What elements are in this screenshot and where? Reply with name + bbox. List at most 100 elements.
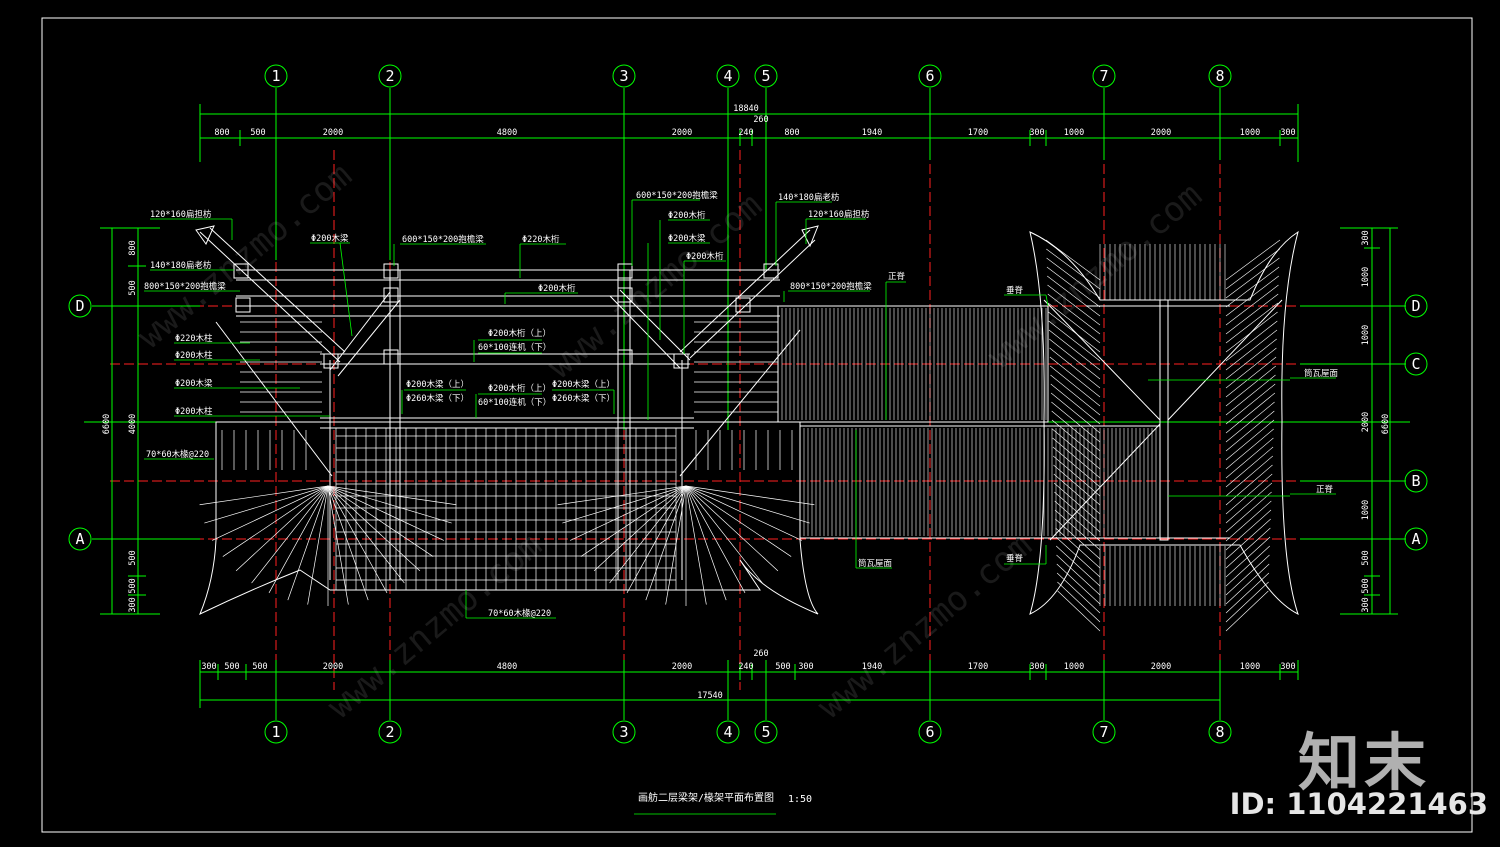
dim-bottom-seg: 500 xyxy=(775,662,790,672)
dim-bottom-seg: 1000 xyxy=(1064,662,1084,672)
dim-top-seg: 800 xyxy=(214,128,229,138)
dim-top-seg: 800 xyxy=(784,128,799,138)
annotation: Φ200木桁 xyxy=(686,251,724,262)
annotation: Φ200木桁（上） xyxy=(488,328,551,339)
axis-label-bottom-5: 5 xyxy=(761,723,770,741)
dim-bottom-seg: 2000 xyxy=(323,662,343,672)
annotation: Φ200木梁 xyxy=(668,233,706,244)
annotation: 140*180扁老枋 xyxy=(778,192,840,203)
dim-bottom-260: 260 xyxy=(753,649,768,659)
axis-label-top-1: 1 xyxy=(271,67,280,85)
axis-label-bottom-6: 6 xyxy=(925,723,934,741)
dim-bottom-seg: 1940 xyxy=(862,662,882,672)
dim-right-seg: 300 xyxy=(1361,597,1371,612)
dim-right-seg: 1000 xyxy=(1361,325,1371,345)
axis-label-top-5: 5 xyxy=(761,67,770,85)
axis-label-right-D: D xyxy=(1411,297,1420,315)
annotation: 正脊 xyxy=(1316,484,1334,495)
dim-left-seg: 500 xyxy=(128,550,138,565)
annotation: Φ200木柱 xyxy=(175,350,213,361)
axis-label-top-4: 4 xyxy=(723,67,732,85)
dim-top-total: 18840 xyxy=(733,104,759,114)
annotation: 600*150*200抱檐梁 xyxy=(636,190,718,201)
axis-label-bottom-7: 7 xyxy=(1099,723,1108,741)
dimension-lines xyxy=(100,104,1398,708)
axis-label-bottom-8: 8 xyxy=(1215,723,1224,741)
left-roof-structure xyxy=(195,225,819,616)
dim-right-total: 6600 xyxy=(1381,414,1391,434)
annotation: Φ220木桁 xyxy=(522,234,560,245)
annotation: Φ200木桁 xyxy=(668,210,706,221)
dim-right-seg: 300 xyxy=(1361,230,1371,245)
annotation: 800*150*200抱檐梁 xyxy=(144,281,226,292)
drawing-scale: 1:50 xyxy=(788,794,812,805)
annotation: Φ200木柱 xyxy=(175,406,213,417)
annotation: Φ220木柱 xyxy=(175,333,213,344)
right-roof-structure xyxy=(1029,230,1299,632)
dim-top-seg: 1940 xyxy=(862,128,882,138)
dim-bottom-seg: 4800 xyxy=(497,662,517,672)
dim-top-seg: 4800 xyxy=(497,128,517,138)
dim-bottom-seg: 240 xyxy=(738,662,753,672)
annotation: 70*60木椽@220 xyxy=(488,608,551,619)
annotation: 600*150*200抱檐梁 xyxy=(402,234,484,245)
annotation: 垂脊 xyxy=(1006,553,1024,564)
asset-id: ID: 1104221463 xyxy=(1229,787,1488,821)
annotation: 筒瓦屋面 xyxy=(1304,368,1339,379)
dim-top-seg: 2000 xyxy=(1151,128,1171,138)
dim-top-seg: 300 xyxy=(1280,128,1295,138)
dim-top-seg: 2000 xyxy=(672,128,692,138)
dim-right-seg: 500 xyxy=(1361,550,1371,565)
axis-label-right-B: B xyxy=(1411,472,1420,490)
dim-top-seg: 1000 xyxy=(1240,128,1260,138)
axis-label-bottom-4: 4 xyxy=(723,723,732,741)
annotation: 140*180扁老枋 xyxy=(150,260,212,271)
axis-label-right-A: A xyxy=(1411,530,1420,548)
dim-top-seg: 240 xyxy=(738,128,753,138)
axis-label-top-3: 3 xyxy=(619,67,628,85)
drawing-frame xyxy=(41,17,1473,833)
dim-top-260: 260 xyxy=(753,115,768,125)
corridor-roof xyxy=(777,305,1161,539)
axis-label-left-A: A xyxy=(75,530,84,548)
dim-top-seg: 1700 xyxy=(968,128,988,138)
dim-left-seg: 500 xyxy=(128,578,138,593)
left-roof-rafters xyxy=(199,321,815,606)
annotation: 正脊 xyxy=(888,271,906,282)
annotation: 垂脊 xyxy=(1006,285,1024,296)
annotation: 60*100连机（下） xyxy=(478,397,551,408)
dim-left-seg: 4000 xyxy=(128,414,138,434)
annotation: 60*100连机（下） xyxy=(478,342,551,353)
dim-bottom-seg: 300 xyxy=(798,662,813,672)
axis-label-bottom-3: 3 xyxy=(619,723,628,741)
annotation: Φ200木桁 xyxy=(538,283,576,294)
annotation: Φ200木桁（上） xyxy=(488,383,551,394)
dim-right-seg: 1000 xyxy=(1361,500,1371,520)
annotation: Φ200木梁 xyxy=(311,233,349,244)
axis-label-top-6: 6 xyxy=(925,67,934,85)
annotation: Φ260木梁（下） xyxy=(552,393,615,404)
dim-bottom-seg: 500 xyxy=(252,662,267,672)
dim-bottom-seg: 2000 xyxy=(672,662,692,672)
annotation: Φ200木梁（上） xyxy=(406,379,469,390)
annotation: Φ200木梁（上） xyxy=(552,379,615,390)
dim-top-seg: 500 xyxy=(250,128,265,138)
dim-bottom-seg: 300 xyxy=(1280,662,1295,672)
dim-right-seg: 1000 xyxy=(1361,267,1371,287)
annotation: 筒瓦屋面 xyxy=(858,558,893,569)
axis-label-right-C: C xyxy=(1411,355,1420,373)
axis-bubbles xyxy=(68,64,1428,744)
annotation: 800*150*200抱檐梁 xyxy=(790,281,872,292)
dim-top-seg: 2000 xyxy=(323,128,343,138)
axis-label-bottom-1: 1 xyxy=(271,723,280,741)
dim-left-seg: 500 xyxy=(128,280,138,295)
dim-left-seg: 800 xyxy=(128,240,138,255)
dim-left-total: 6600 xyxy=(102,414,112,434)
dim-bottom-total: 17540 xyxy=(697,691,723,701)
axis-label-bottom-2: 2 xyxy=(385,723,394,741)
dim-bottom-seg: 1000 xyxy=(1240,662,1260,672)
brand-logo: 知末 xyxy=(1297,726,1430,799)
axis-label-top-7: 7 xyxy=(1099,67,1108,85)
annotation-leaders xyxy=(144,199,1336,815)
